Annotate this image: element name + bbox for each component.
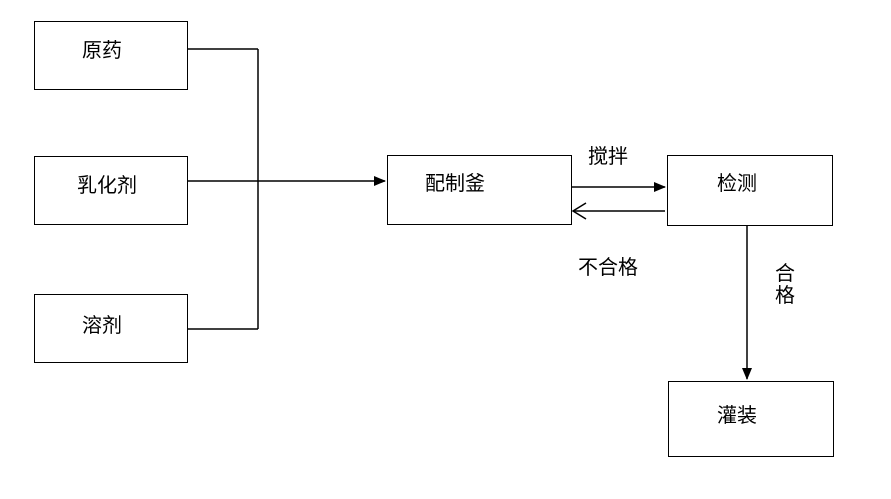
arrow-return-head: [571, 202, 587, 220]
node-peizhifu-label: 配制釜: [425, 171, 485, 195]
node-yuanyao-label: 原药: [82, 38, 122, 62]
node-rongji-label: 溶剂: [82, 313, 122, 337]
node-jiance: 检测: [667, 155, 833, 226]
node-ruhuaji-label: 乳化剂: [77, 173, 137, 197]
node-peizhifu: 配制釜: [387, 155, 572, 225]
edge-label-pass: 合 格: [774, 262, 796, 306]
edge-label-stir: 搅拌: [588, 144, 628, 168]
node-ruhuaji: 乳化剂: [34, 156, 188, 225]
node-yuanyao: 原药: [34, 21, 188, 90]
edge-label-pass-line1: 合: [775, 261, 795, 285]
edge-label-fail: 不合格: [578, 255, 638, 279]
node-guanzhuang-label: 灌装: [717, 403, 757, 427]
node-rongji: 溶剂: [34, 294, 188, 363]
node-guanzhuang: 灌装: [668, 381, 834, 457]
node-jiance-label: 检测: [717, 171, 757, 195]
edge-label-pass-line2: 格: [775, 283, 795, 307]
